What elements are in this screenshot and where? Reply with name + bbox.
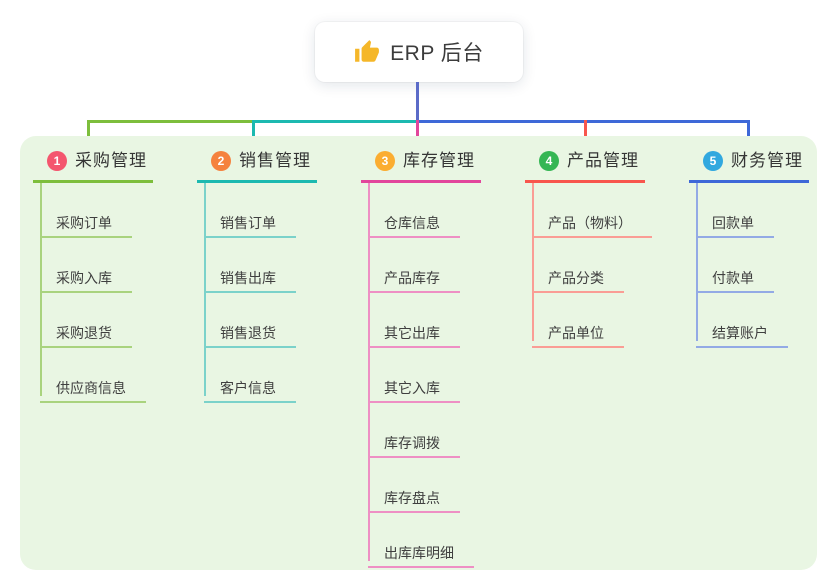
- branch-children: 采购订单采购入库采购退货供应商信息: [33, 183, 203, 403]
- child-node[interactable]: 产品分类: [525, 238, 695, 293]
- branch-number-badge: 1: [47, 151, 67, 171]
- child-label: 其它出库: [368, 325, 460, 348]
- child-label: 销售订单: [204, 215, 296, 238]
- root-node[interactable]: ERP 后台: [315, 22, 523, 82]
- child-node[interactable]: 库存盘点: [361, 458, 531, 513]
- child-node[interactable]: 其它入库: [361, 348, 531, 403]
- branch-children: 回款单付款单结算账户: [689, 183, 839, 348]
- child-label: 付款单: [696, 270, 774, 293]
- branch-title: 采购管理: [75, 151, 147, 170]
- branch-node: 2 销售管理 销售订单销售出库销售退货客户信息: [197, 150, 367, 403]
- child-node[interactable]: 库存调拨: [361, 403, 531, 458]
- root-title: ERP 后台: [390, 42, 484, 65]
- child-label: 仓库信息: [368, 215, 460, 238]
- branch-children: 仓库信息产品库存其它出库其它入库库存调拨库存盘点出库库明细: [361, 183, 531, 568]
- connector-bus-segment: [417, 120, 749, 123]
- branch-drop-line: [584, 120, 587, 150]
- child-node[interactable]: 采购退货: [33, 293, 203, 348]
- child-node[interactable]: 供应商信息: [33, 348, 203, 403]
- branch-header[interactable]: 3 库存管理: [361, 150, 481, 183]
- child-label: 回款单: [696, 215, 774, 238]
- child-node[interactable]: 其它出库: [361, 293, 531, 348]
- child-node[interactable]: 采购订单: [33, 183, 203, 238]
- branch-node: 4 产品管理 产品（物料） 产品分类产品单位: [525, 150, 695, 348]
- child-node[interactable]: 采购入库: [33, 238, 203, 293]
- branch-children: 销售订单销售出库销售退货客户信息: [197, 183, 367, 403]
- child-node[interactable]: 客户信息: [197, 348, 367, 403]
- child-label: 产品分类: [532, 270, 624, 293]
- branch-node: 3 库存管理 仓库信息产品库存其它出库其它入库库存调拨库存盘点出库库明细: [361, 150, 531, 568]
- child-node[interactable]: 产品库存: [361, 238, 531, 293]
- child-label: 产品单位: [532, 325, 624, 348]
- branch-number-badge: 5: [703, 151, 723, 171]
- branch-children: 产品（物料） 产品分类产品单位: [525, 183, 695, 348]
- child-node[interactable]: 销售退货: [197, 293, 367, 348]
- child-node[interactable]: 结算账户: [689, 293, 839, 348]
- branch-drop-line: [747, 120, 750, 150]
- child-node[interactable]: 产品（物料）: [525, 183, 695, 238]
- child-node[interactable]: 仓库信息: [361, 183, 531, 238]
- connector-bus-segment: [254, 120, 417, 123]
- child-label: 库存调拨: [368, 435, 460, 458]
- branch-header[interactable]: 1 采购管理: [33, 150, 153, 183]
- child-label: 采购订单: [40, 215, 132, 238]
- child-label: 客户信息: [204, 380, 296, 403]
- thumbs-up-icon: [354, 39, 380, 65]
- child-label: 采购入库: [40, 270, 132, 293]
- branch-header[interactable]: 5 财务管理: [689, 150, 809, 183]
- branch-number-badge: 2: [211, 151, 231, 171]
- branch-child-connector: [204, 183, 206, 396]
- branch-drop-line: [252, 120, 255, 150]
- child-label: 出库库明细: [368, 545, 474, 568]
- branch-title: 库存管理: [403, 151, 475, 170]
- branch-number-badge: 4: [539, 151, 559, 171]
- child-node[interactable]: 回款单: [689, 183, 839, 238]
- branch-header[interactable]: 2 销售管理: [197, 150, 317, 183]
- branch-number-badge: 3: [375, 151, 395, 171]
- branch-child-connector: [532, 183, 534, 341]
- branch-child-connector: [40, 183, 42, 396]
- branch-title: 产品管理: [567, 151, 639, 170]
- branch-child-connector: [696, 183, 698, 341]
- branch-node: 1 采购管理 采购订单采购入库采购退货供应商信息: [33, 150, 203, 403]
- child-label: 销售出库: [204, 270, 296, 293]
- root-connector-line: [416, 82, 419, 121]
- branch-drop-line: [416, 120, 419, 150]
- child-node[interactable]: 销售订单: [197, 183, 367, 238]
- child-label: 采购退货: [40, 325, 132, 348]
- child-label: 其它入库: [368, 380, 460, 403]
- child-node[interactable]: 销售出库: [197, 238, 367, 293]
- child-node[interactable]: 出库库明细: [361, 513, 531, 568]
- connector-bus-segment: [87, 120, 254, 123]
- child-label: 库存盘点: [368, 490, 460, 513]
- child-node[interactable]: 产品单位: [525, 293, 695, 348]
- branch-node: 5 财务管理 回款单付款单结算账户: [689, 150, 839, 348]
- branch-title: 财务管理: [731, 151, 803, 170]
- branch-child-connector: [368, 183, 370, 561]
- branch-drop-line: [87, 120, 90, 150]
- child-label: 销售退货: [204, 325, 296, 348]
- child-label: 产品（物料）: [532, 215, 652, 238]
- branch-header[interactable]: 4 产品管理: [525, 150, 645, 183]
- child-label: 产品库存: [368, 270, 460, 293]
- child-node[interactable]: 付款单: [689, 238, 839, 293]
- branch-panel: [20, 136, 817, 570]
- child-label: 结算账户: [696, 325, 788, 348]
- child-label: 供应商信息: [40, 380, 146, 403]
- branch-title: 销售管理: [239, 151, 311, 170]
